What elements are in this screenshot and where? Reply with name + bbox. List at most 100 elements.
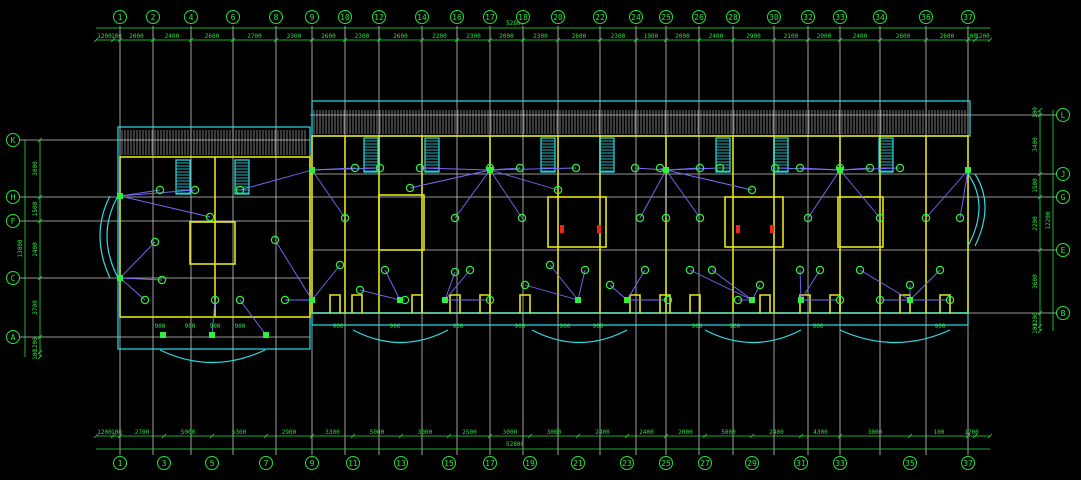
balcony-dim: 900 bbox=[210, 323, 221, 330]
red-marker bbox=[736, 225, 740, 233]
bottom-axis-33-bubble bbox=[833, 456, 847, 470]
left-bay-window-inner bbox=[99, 195, 111, 279]
wire-10 bbox=[119, 195, 211, 218]
top-axis-9-label: 9 bbox=[310, 13, 315, 22]
top-dim-value: 2200 bbox=[432, 33, 447, 40]
right-axis-B-bubble bbox=[1056, 306, 1070, 320]
top-axis-2-bubble bbox=[146, 10, 160, 24]
light-fixture bbox=[663, 295, 673, 305]
left-axis-C-bubble bbox=[6, 271, 20, 285]
top-dim-value: 2300 bbox=[287, 33, 302, 40]
junction-box bbox=[907, 297, 913, 303]
light-fixture bbox=[935, 265, 945, 275]
bottom-dim-tick bbox=[309, 433, 315, 439]
top-axis-4-label: 4 bbox=[189, 13, 194, 22]
top-axis-32-label: 32 bbox=[803, 13, 813, 22]
light-fixture bbox=[140, 295, 150, 305]
wire-56 bbox=[799, 269, 802, 301]
walls bbox=[99, 100, 986, 363]
light-fixture bbox=[755, 280, 765, 290]
right-bay-window bbox=[967, 173, 980, 247]
bottom-dim-tick bbox=[702, 433, 708, 439]
left-axis-K-bubble bbox=[6, 133, 20, 147]
top-dim-value: 2000 bbox=[499, 33, 514, 40]
top-dim-tick bbox=[771, 37, 777, 43]
bottom-axis-13-label: 13 bbox=[396, 459, 406, 468]
stair-5 bbox=[599, 137, 615, 173]
red-marker bbox=[597, 225, 601, 233]
left-dim-value: 3000 bbox=[32, 161, 39, 176]
light-fixture bbox=[661, 213, 671, 223]
stair-4 bbox=[540, 137, 556, 173]
bottom-axis-17-label: 17 bbox=[485, 459, 495, 468]
light-fixture bbox=[150, 237, 160, 247]
balcony-dim: 900 bbox=[813, 323, 824, 330]
balcony-dim: 900 bbox=[185, 323, 196, 330]
bottom-dim-value: 5000 bbox=[370, 429, 385, 436]
wire-18 bbox=[489, 169, 523, 219]
top-dim-tick bbox=[419, 37, 425, 43]
light-fixture bbox=[815, 265, 825, 275]
right-dim-tick bbox=[1037, 323, 1043, 329]
front-stub bbox=[829, 294, 841, 313]
light-fixture bbox=[235, 185, 245, 195]
top-dim-tick bbox=[987, 37, 993, 43]
bottom-dim-value: 2700 bbox=[135, 429, 150, 436]
wire-15 bbox=[409, 169, 491, 189]
balcony-dim: 900 bbox=[333, 323, 344, 330]
bottom-dim-tick bbox=[575, 433, 581, 439]
stair-6 bbox=[715, 137, 731, 173]
right-dim-tick bbox=[1037, 310, 1043, 316]
stair-0 bbox=[175, 159, 191, 195]
balcony-dim: 900 bbox=[560, 323, 571, 330]
junction-box bbox=[309, 167, 315, 173]
top-axis-10-bubble bbox=[338, 10, 352, 24]
top-axis-30-bubble bbox=[767, 10, 781, 24]
top-axis-14-label: 14 bbox=[417, 13, 427, 22]
top-dim-value: 2600 bbox=[896, 33, 911, 40]
wire-32 bbox=[807, 169, 841, 219]
right-axis-G-bubble bbox=[1056, 190, 1070, 204]
top-dim-value: 2400 bbox=[709, 33, 724, 40]
front-stub bbox=[519, 294, 531, 313]
wire-16 bbox=[419, 167, 491, 171]
light-fixture bbox=[630, 163, 640, 173]
top-dim-tick bbox=[663, 37, 669, 43]
light-fixture bbox=[465, 265, 475, 275]
light-fixture bbox=[875, 295, 885, 305]
right-dim-tick bbox=[1037, 112, 1043, 118]
bottom-axis-7-label: 7 bbox=[264, 459, 269, 468]
light-fixture bbox=[733, 295, 743, 305]
top-dim-value: 100 bbox=[111, 33, 122, 40]
wire-14 bbox=[454, 169, 491, 219]
top-dim-tick bbox=[730, 37, 736, 43]
top-axis-22-label: 22 bbox=[595, 13, 605, 22]
light-fixture bbox=[905, 280, 915, 290]
main-block-walls bbox=[311, 135, 969, 314]
bottom-dim-tick bbox=[987, 433, 993, 439]
bottom-axis-1-label: 1 bbox=[118, 459, 123, 468]
light-fixture bbox=[485, 295, 495, 305]
bottom-axis-21-bubble bbox=[571, 456, 585, 470]
wire-21 bbox=[489, 169, 559, 191]
right-axis-E-label: E bbox=[1061, 246, 1066, 255]
top-axis-2-label: 2 bbox=[151, 13, 156, 22]
right-dim-value: 1500 bbox=[1032, 178, 1039, 193]
top-dim-value: 2700 bbox=[247, 33, 262, 40]
top-dim-tick bbox=[597, 37, 603, 43]
bottom-axis-19-label: 19 bbox=[525, 459, 535, 468]
junction-box bbox=[117, 275, 123, 281]
top-dim-value: 2300 bbox=[466, 33, 481, 40]
right-bay-window-inner bbox=[974, 173, 986, 247]
light-fixture bbox=[517, 213, 527, 223]
wire-57 bbox=[800, 269, 821, 301]
bathroom-1 bbox=[547, 196, 607, 248]
balcony-dim: 900 bbox=[935, 323, 946, 330]
bottom-axis-3-bubble bbox=[157, 456, 171, 470]
front-balcony-arc-2 bbox=[704, 329, 802, 343]
right-dim-tick bbox=[1037, 328, 1043, 334]
light-fixture bbox=[350, 163, 360, 173]
light-fixture bbox=[375, 163, 385, 173]
light-fixture bbox=[340, 213, 350, 223]
right-dim-tick bbox=[1037, 194, 1043, 200]
